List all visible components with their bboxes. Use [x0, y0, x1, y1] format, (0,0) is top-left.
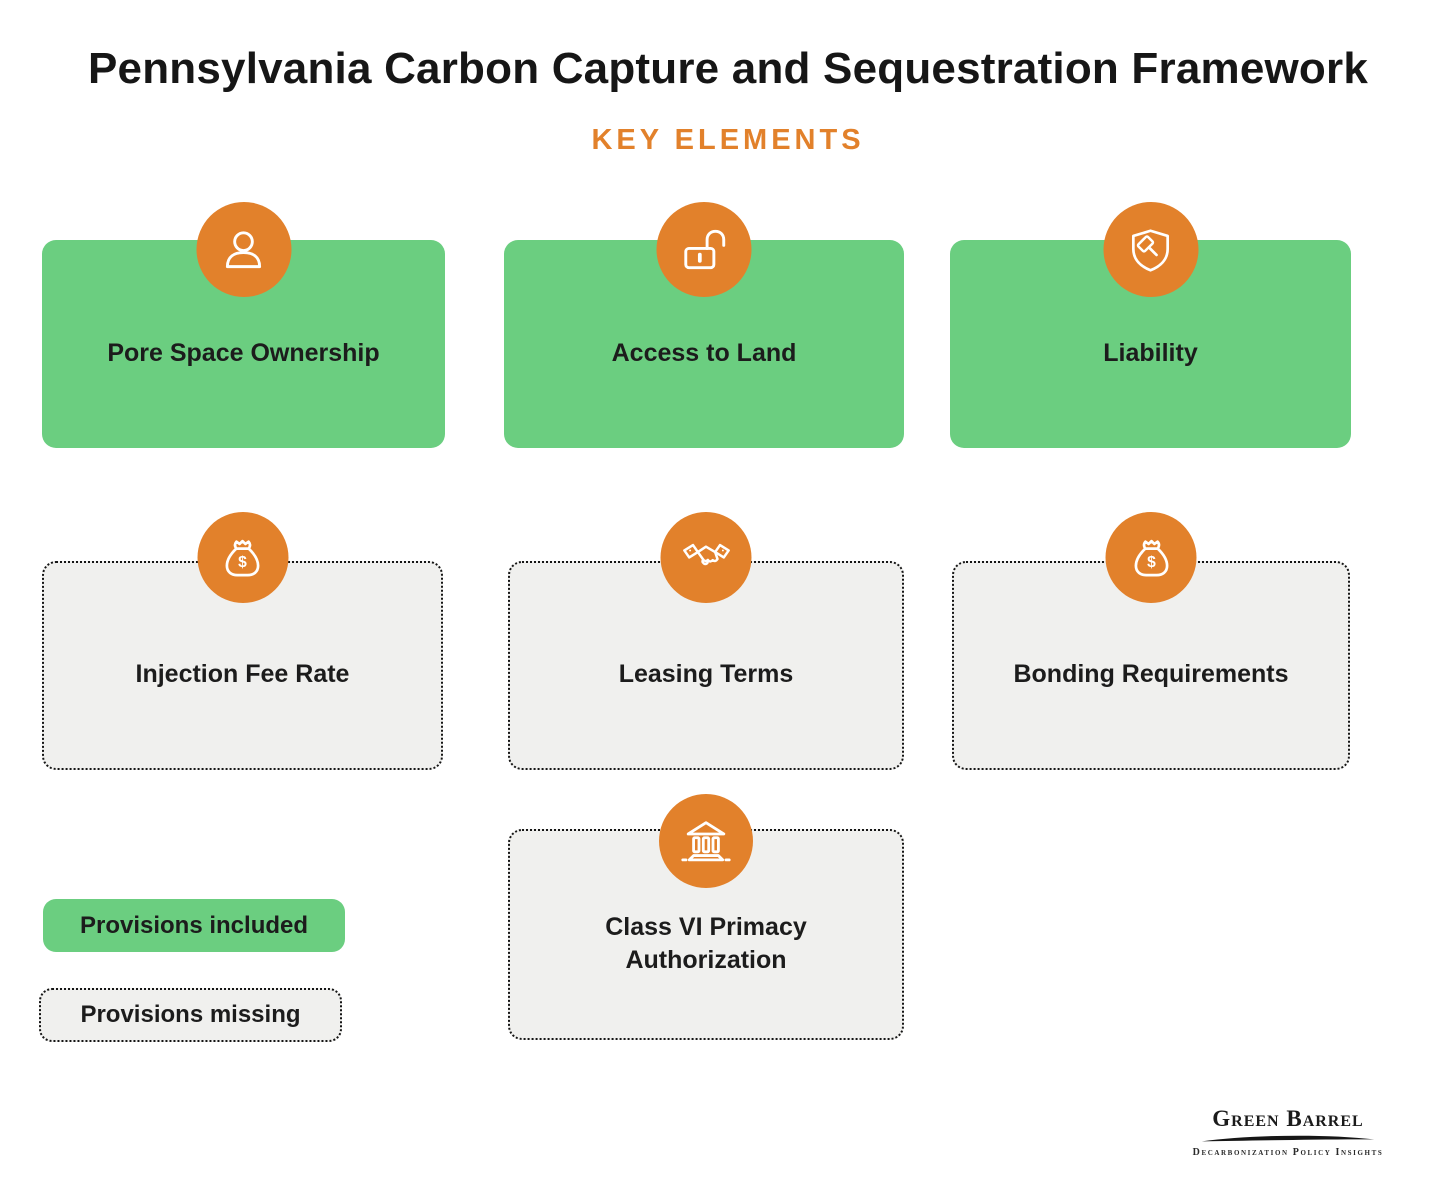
- legend-included-label: Provisions included: [79, 911, 309, 939]
- legend-provisions-missing: Provisions missing: [39, 988, 342, 1042]
- card-pore-space-ownership: Pore Space Ownership: [42, 202, 445, 448]
- card-bonding-requirements: $ Bonding Requirements: [952, 512, 1350, 770]
- card-label: Bonding Requirements: [1013, 660, 1289, 689]
- legend-provisions-included: Provisions included: [43, 899, 345, 952]
- card-label: Class VI Primacy Authorization: [605, 913, 807, 974]
- card-label: Injection Fee Rate: [135, 660, 350, 689]
- page-title: Pennsylvania Carbon Capture and Sequestr…: [88, 44, 1368, 93]
- money-bag-icon: $: [1105, 512, 1197, 603]
- logo-swoosh-underline: [1201, 1135, 1375, 1142]
- card-label: Access to Land: [611, 338, 797, 367]
- card-label: Pore Space Ownership: [107, 338, 380, 367]
- card-access-to-land: Access to Land: [504, 202, 904, 448]
- card-leasing-terms: Leasing Terms: [508, 512, 904, 770]
- handshake-icon: [660, 512, 752, 603]
- card-label: Liability: [1103, 338, 1198, 367]
- card-injection-fee-rate: $ Injection Fee Rate: [42, 512, 443, 770]
- money-bag-icon: $: [197, 512, 288, 603]
- svg-text:$: $: [238, 553, 247, 570]
- card-liability: Liability: [950, 202, 1351, 448]
- svg-text:$: $: [1147, 553, 1156, 570]
- bank-icon: [659, 794, 753, 888]
- person-icon: [196, 202, 291, 297]
- brand-tagline: Decarbonization Policy Insights: [1192, 1147, 1384, 1158]
- page-subtitle: KEY ELEMENTS: [591, 124, 865, 156]
- legend-missing-label: Provisions missing: [80, 1001, 301, 1028]
- unlocked-padlock-icon: [656, 202, 752, 297]
- card-class-vi-primacy-authorization: Class VI Primacy Authorization: [508, 794, 904, 1040]
- shield-gavel-icon: [1103, 202, 1198, 297]
- brand-logo: Green Barrel Decarbonization Policy Insi…: [1178, 1106, 1398, 1158]
- brand-name: Green Barrel: [1212, 1106, 1364, 1131]
- card-label: Leasing Terms: [618, 660, 794, 689]
